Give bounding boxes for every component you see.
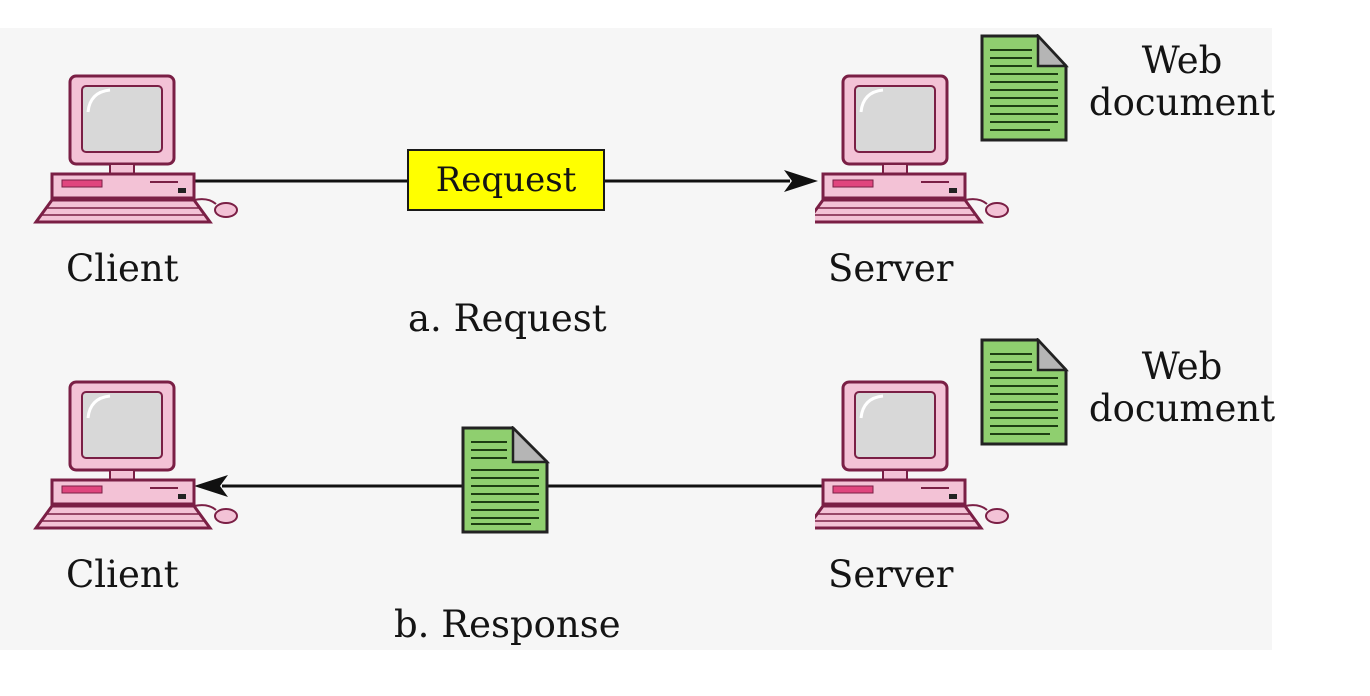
panel-b-caption: b. Response bbox=[394, 603, 621, 646]
server-computer-icon bbox=[815, 380, 1009, 530]
client-label: Client bbox=[66, 553, 179, 596]
request-message-box: Request bbox=[407, 149, 605, 211]
server-label: Server bbox=[828, 247, 954, 290]
client-label: Client bbox=[66, 247, 179, 290]
server-label: Server bbox=[828, 553, 954, 596]
web-document-icon bbox=[980, 338, 1069, 446]
web-document-label-line1: Web bbox=[1141, 39, 1223, 82]
web-document-label-line2: document bbox=[1088, 81, 1276, 124]
request-message-label: Request bbox=[435, 160, 577, 200]
server-computer-icon bbox=[815, 74, 1009, 224]
web-document-label: Web document bbox=[1082, 346, 1282, 430]
web-document-label-line1: Web bbox=[1141, 345, 1223, 388]
web-document-icon bbox=[980, 34, 1069, 142]
web-document-label-line2: document bbox=[1088, 387, 1276, 430]
response-document-icon bbox=[461, 426, 551, 534]
panel-a-caption: a. Request bbox=[408, 297, 607, 340]
client-computer-icon bbox=[33, 380, 238, 530]
web-document-label: Web document bbox=[1082, 40, 1282, 124]
client-computer-icon bbox=[33, 74, 238, 224]
